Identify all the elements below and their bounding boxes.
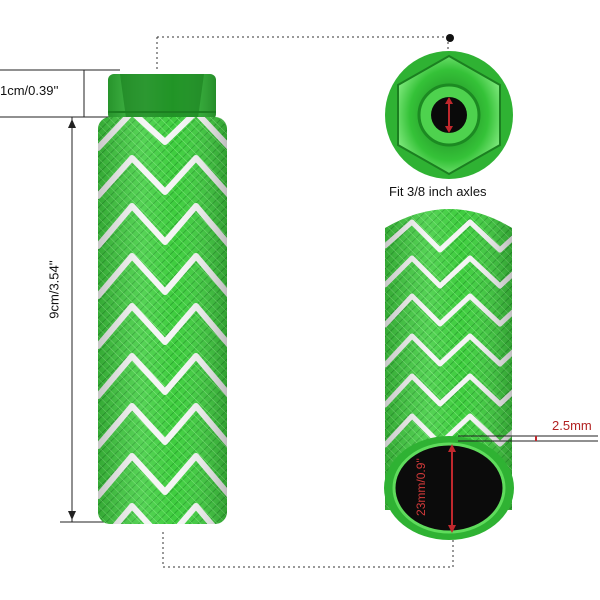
length-arrow-top (68, 119, 76, 128)
inner-diameter-label: 23mm/0.9'' (413, 458, 428, 516)
dotted-guides (156, 36, 454, 568)
peg-body-right (384, 209, 514, 540)
cap-height-label: 1cm/0.39'' (0, 83, 59, 98)
axle-note: Fit 3/8 inch axles (389, 184, 487, 199)
peg-cap (108, 74, 216, 120)
guide-dot (446, 34, 454, 42)
wall-thickness-marker (458, 435, 598, 442)
length-arrow-bottom (68, 511, 76, 520)
inner-diameter-marker (448, 444, 456, 533)
length-label: 9cm/3.54'' (46, 260, 62, 319)
peg-body-left (98, 117, 227, 524)
axle-hole-marker (445, 97, 453, 133)
wall-thickness-label: 2.5mm (552, 418, 592, 433)
